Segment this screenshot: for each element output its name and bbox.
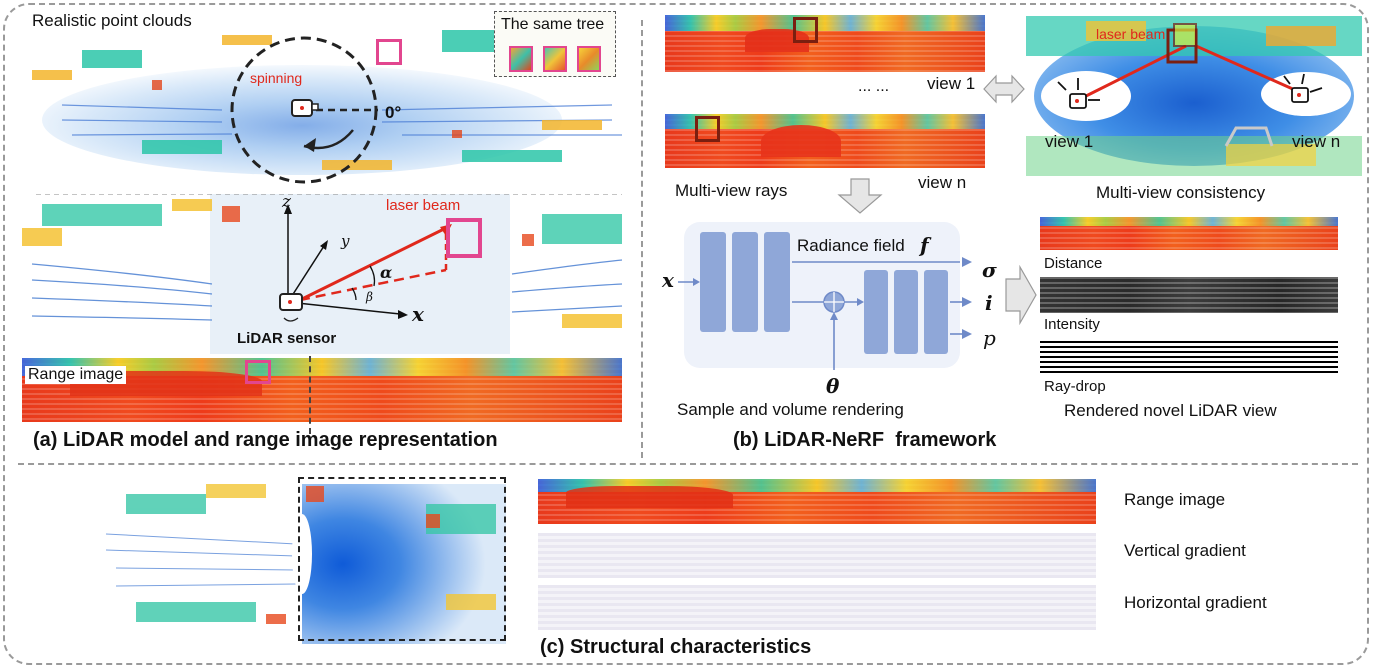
rendered-intensity [1040,277,1338,313]
zero-degree-label: 0° [385,103,402,122]
raydrop-label: Ray-drop [1044,378,1106,395]
axis-z-label: z [282,192,291,212]
lidar-sensor-label: LiDAR sensor [237,330,337,347]
view1-range [665,15,985,72]
range-divider [309,356,311,434]
f-symbol: f [920,233,929,257]
x-symbol: x [662,268,674,292]
axis-y-label: y [341,232,350,250]
view1-box [793,17,818,43]
horizontal-gradient [538,585,1096,630]
tree-thumb-1 [509,46,533,72]
down-arrow-icon [837,178,883,214]
point-cloud-bottom [105,484,506,644]
tree-marker-top [376,39,402,65]
tree-marker-range [245,360,271,384]
view1-scene-label: view 1 [1045,132,1094,151]
laser-target-box-a [446,218,482,258]
rendered-view-label: Rendered novel LiDAR view [1064,401,1277,420]
range-image-label-a: Range image [25,366,127,384]
network-diagram [678,232,972,370]
range-image-a [22,358,622,422]
outer-frame [3,3,1369,665]
intensity-label: Intensity [1044,316,1100,333]
realistic-point-clouds-label: Realistic point clouds [32,11,192,30]
same-tree-label: The same tree [501,16,605,33]
viewn-scene-label: view n [1292,132,1341,151]
i-symbol: i [985,291,993,315]
vertical-gradient-label: Vertical gradient [1124,541,1246,560]
range-image-label-c: Range image [1124,490,1226,509]
rendered-raydrop [1040,338,1338,374]
caption-a: (a) LiDAR model and range image represen… [33,429,498,451]
multiview-rays-label: Multi-view rays [675,181,788,200]
tree-thumb-3 [577,46,601,72]
viewn-label: view n [918,173,967,192]
separator-horizontal [18,463,1358,465]
view1-label: view 1 [927,74,976,93]
multiview-consistency-label: Multi-view consistency [1096,183,1266,202]
zoom-box-bottom [298,477,506,641]
beta-label: β [366,290,373,304]
right-arrow-icon [1005,265,1037,325]
dots-label: ... ... [858,78,890,95]
laser-beam-label-b: laser beam [1096,26,1166,42]
sigma-symbol: σ [982,258,997,282]
spinning-label: spinning [250,70,303,86]
sample-rendering-label: Sample and volume rendering [677,400,904,419]
vertical-gradient [538,533,1096,578]
distance-label: Distance [1044,255,1103,272]
double-arrow-icon [983,74,1025,104]
radiance-field-label: Radiance field [797,236,905,255]
viewn-box [695,116,720,142]
alpha-label: α [380,263,393,282]
rendered-distance [1040,217,1338,250]
multiview-scene [1026,16,1362,176]
horizontal-gradient-label: Horizontal gradient [1124,593,1267,612]
caption-b: (b) LiDAR-NeRF framework [733,429,997,451]
theta-symbol: θ [826,374,840,398]
caption-c: (c) Structural characteristics [540,636,812,658]
spinning-diagram [230,36,378,184]
axis-x-label: x [412,302,424,326]
p-symbol: p [983,326,996,350]
tree-thumb-2 [543,46,567,72]
range-image-c [538,479,1096,524]
laser-beam-label-a: laser beam [386,197,461,214]
point-cloud-top [32,30,622,175]
separator-vertical [641,20,643,458]
same-tree-box: The same tree [494,11,616,77]
